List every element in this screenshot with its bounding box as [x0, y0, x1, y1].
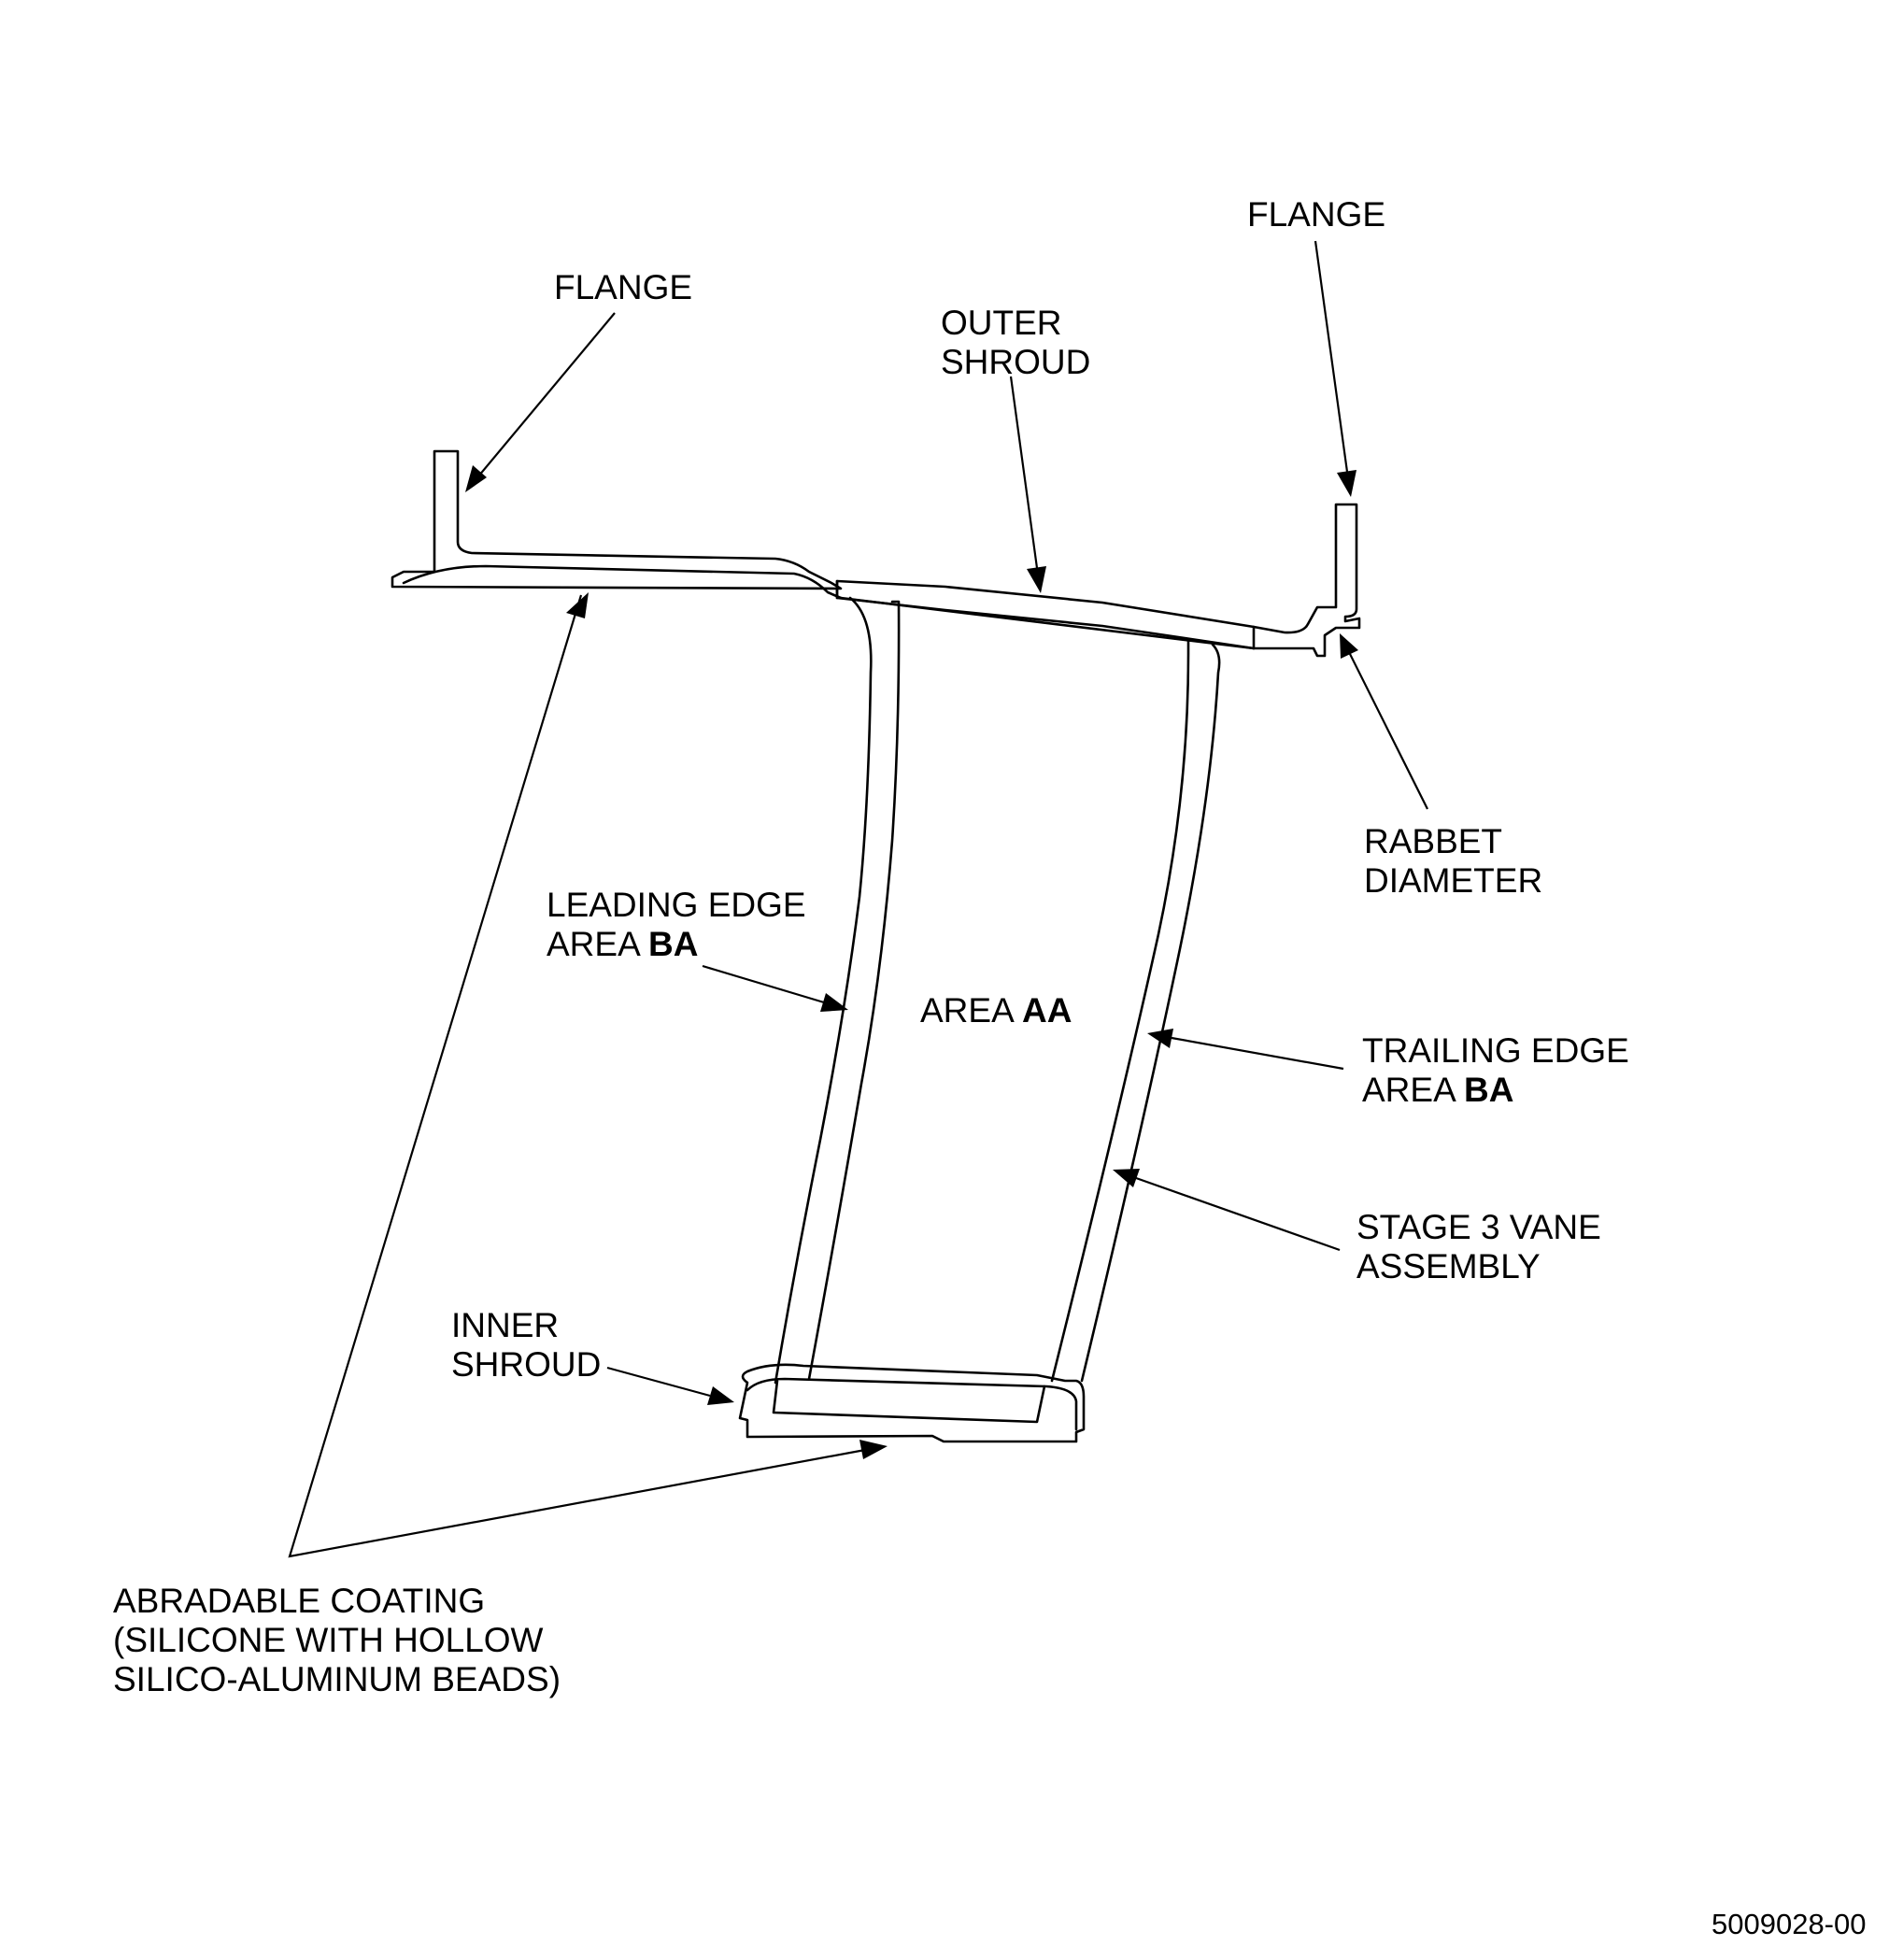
trailing-edge-label-line-1: TRAILING EDGE	[1362, 1031, 1629, 1070]
rabbet-diameter-label-line-1: RABBET	[1364, 822, 1503, 860]
stage3-vane-label-line-1: STAGE 3 VANE	[1356, 1208, 1601, 1246]
flange-left-label: FLANGE	[554, 268, 693, 306]
leading-edge-area-code: BA	[648, 925, 699, 963]
leading-edge-label: LEADING EDGE AREA BA	[547, 886, 806, 964]
leader-inner-shroud	[606, 1366, 734, 1405]
flange-right-label: FLANGE	[1247, 195, 1386, 234]
outer-shroud-label-line-1: OUTER	[941, 304, 1062, 342]
abradable-coating-label-line-1: ABRADABLE COATING	[113, 1582, 486, 1620]
leader-stage3-vane	[1113, 1169, 1341, 1252]
outer-shroud-label: OUTER SHROUD	[941, 304, 1090, 382]
inner-shroud-part	[738, 1363, 1086, 1443]
trailing-edge-label: TRAILING EDGE AREA BA	[1362, 1031, 1629, 1110]
leader-leading-edge	[702, 964, 848, 1012]
rabbet-diameter-label: RABBET DIAMETER	[1364, 822, 1542, 901]
vane-trailing-edge	[1050, 637, 1221, 1383]
abradable-coating-label-line-3: SILICO-ALUMINUM BEADS)	[113, 1660, 561, 1698]
trailing-edge-label-line-2: AREA BA	[1362, 1071, 1629, 1110]
rabbet-diameter-label-line-2: DIAMETER	[1364, 861, 1543, 900]
leading-edge-label-line-2: AREA BA	[547, 925, 806, 964]
abradable-coating-label: ABRADABLE COATING (SILICONE WITH HOLLOW …	[113, 1582, 561, 1699]
stage3-vane-label: STAGE 3 VANE ASSEMBLY	[1356, 1208, 1601, 1286]
outer-shroud-right-section	[1252, 503, 1361, 658]
figure-number: 5009028-00	[1711, 1908, 1867, 1940]
outer-shroud-label-line-2: SHROUD	[941, 343, 1091, 381]
inner-shroud-label-line-1: INNER	[451, 1306, 560, 1344]
inner-shroud-label: INNER SHROUD	[451, 1306, 601, 1385]
trailing-edge-area-prefix: AREA	[1362, 1071, 1464, 1109]
leader-flange-right	[1314, 240, 1356, 497]
leader-rabbet-diameter	[1340, 633, 1428, 810]
leading-edge-label-line-1: LEADING EDGE	[547, 886, 806, 924]
leader-trailing-edge	[1147, 1029, 1344, 1071]
outer-shroud-left-section	[391, 449, 843, 600]
leader-flange-left	[465, 312, 616, 492]
leader-outer-shroud	[1009, 376, 1046, 593]
vane-leading-edge	[774, 596, 901, 1385]
area-aa-prefix: AREA	[920, 991, 1022, 1030]
abradable-coating-label-line-2: (SILICONE WITH HOLLOW	[113, 1621, 544, 1659]
stage3-vane-label-line-2: ASSEMBLY	[1356, 1247, 1541, 1285]
leading-edge-area-prefix: AREA	[547, 925, 648, 963]
area-aa-label: AREA AA	[920, 991, 1072, 1030]
leader-abradable-coating	[288, 592, 888, 1558]
trailing-edge-area-code: BA	[1464, 1071, 1514, 1109]
inner-shroud-label-line-2: SHROUD	[451, 1345, 602, 1384]
area-aa-code: AA	[1022, 991, 1072, 1030]
